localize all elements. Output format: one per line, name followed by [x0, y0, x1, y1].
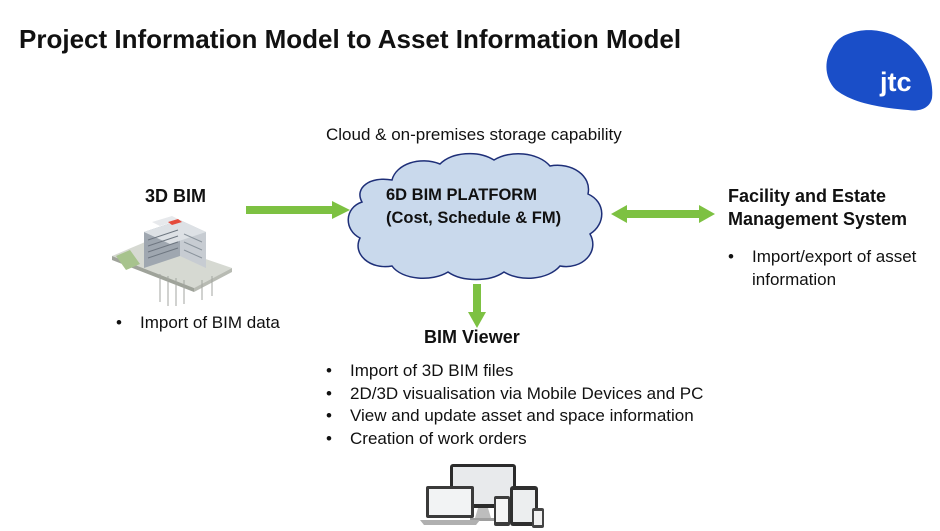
cloud-shape — [347, 152, 603, 281]
list-item: View and update asset and space informat… — [326, 405, 786, 428]
devices-icon — [420, 464, 544, 528]
list-item: 2D/3D visualisation via Mobile Devices a… — [326, 383, 786, 406]
bim-bullet-list: Import of BIM data — [116, 312, 336, 335]
bim-label: 3D BIM — [145, 186, 207, 206]
page-title: Project Information Model to Asset Infor… — [19, 24, 682, 54]
list-item: Import/export of asset information — [728, 246, 928, 291]
arrow-bim-to-platform — [246, 201, 350, 219]
cloud-caption: Cloud & on-premises storage capability — [326, 125, 622, 144]
bim-building-image — [112, 216, 232, 306]
viewer-bullet-list: Import of 3D BIM files 2D/3D visualisati… — [326, 360, 786, 450]
logo-blob — [826, 30, 933, 111]
logo-text: jtc — [879, 67, 912, 97]
arrow-platform-fm-bidirectional — [611, 205, 715, 223]
cloud-label: 6D BIM PLATFORM (Cost, Schedule & FM) — [386, 184, 561, 230]
bim-viewer-label: BIM Viewer — [424, 327, 520, 347]
cloud-subtitle: (Cost, Schedule & FM) — [386, 209, 562, 227]
jtc-logo: jtc — [826, 30, 933, 111]
fm-bullet-list: Import/export of asset information — [728, 246, 928, 291]
fm-title-line1: Facility and Estate — [728, 186, 887, 206]
list-item: Import of 3D BIM files — [326, 360, 786, 383]
arrow-platform-to-viewer — [468, 284, 486, 328]
fm-title-line2: Management System — [728, 209, 908, 229]
cloud-title: 6D BIM PLATFORM — [386, 186, 537, 204]
fm-system-title: Facility and Estate Management System — [728, 185, 907, 231]
list-item: Import of BIM data — [116, 312, 336, 335]
list-item: Creation of work orders — [326, 428, 786, 451]
cloud-outline — [347, 152, 603, 281]
